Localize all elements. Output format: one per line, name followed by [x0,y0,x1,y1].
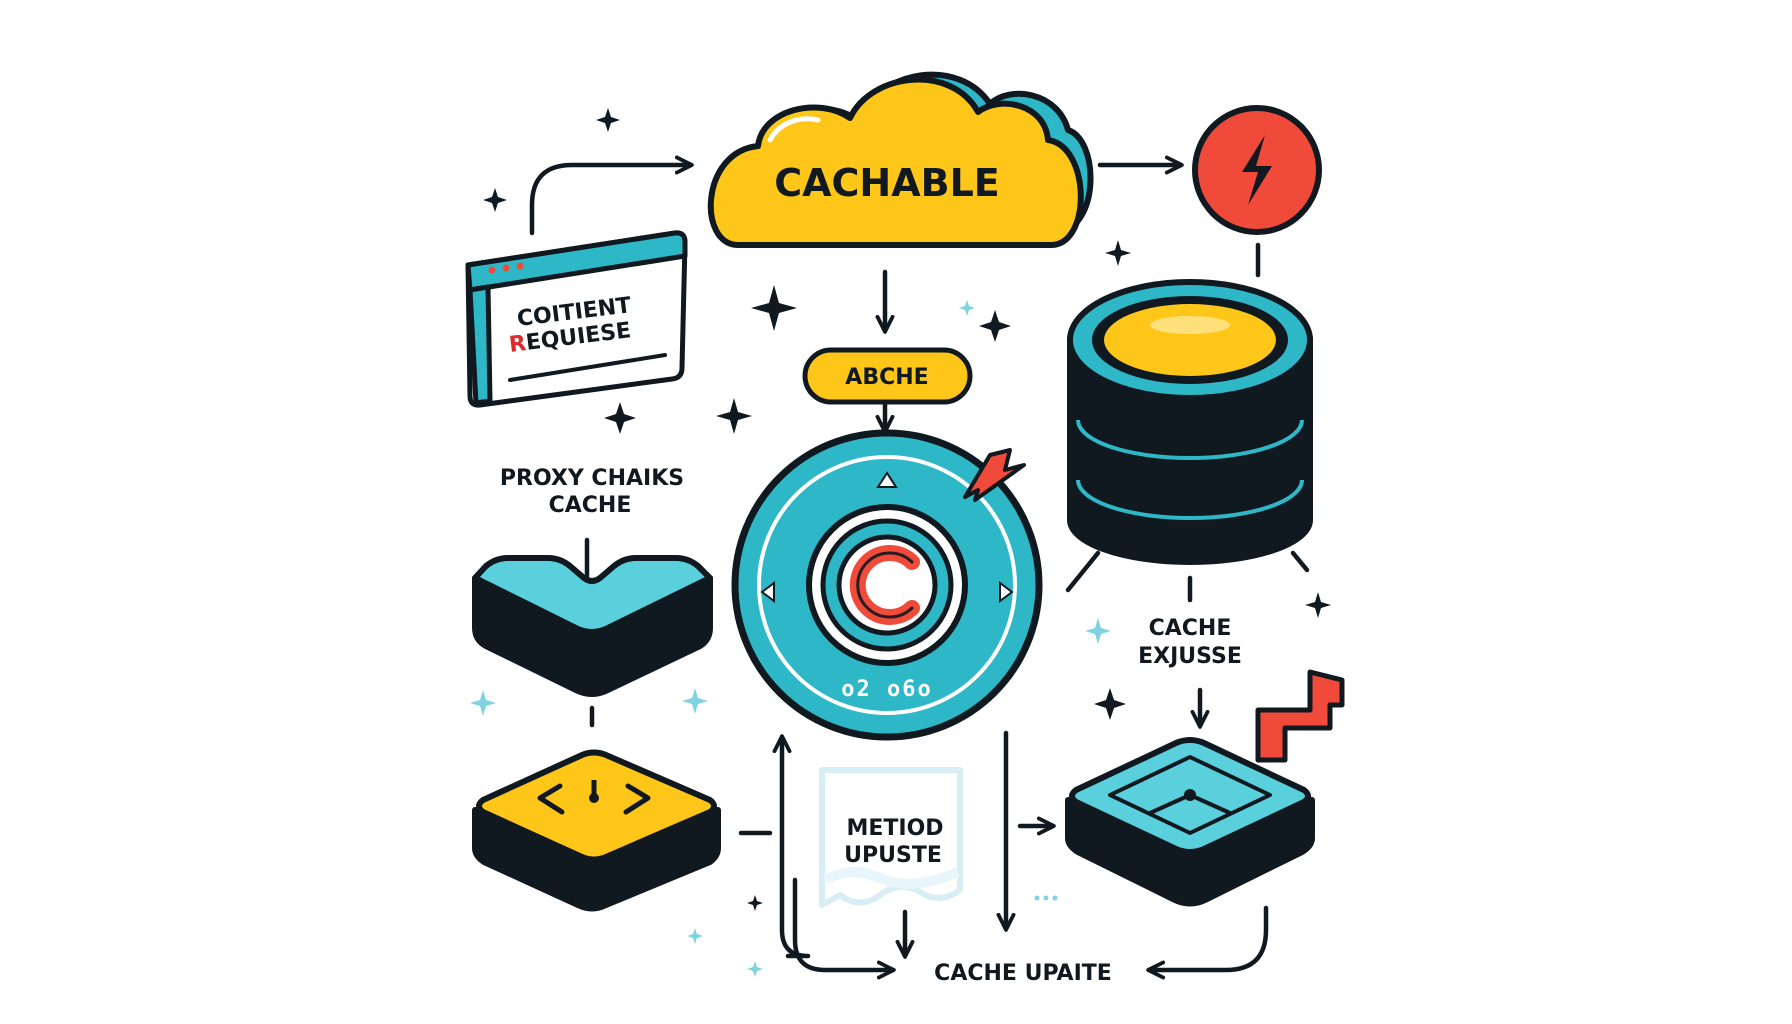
cloud-label: CACHABLE [774,161,1000,205]
db-top-fill [1104,304,1276,376]
browser-titlebar [465,230,688,293]
sparkle-icon [687,928,703,944]
abche-pill [802,347,973,405]
browser-dot-1 [488,266,496,274]
sparkle-icon [959,300,975,316]
dial-pointer [963,448,1026,502]
cyan-tile [1065,669,1345,907]
dial-arrow-up [876,471,898,488]
sparkle-icon [751,285,797,331]
yellow-tile [472,749,721,912]
sparkle-icon [682,688,708,714]
db-top-shine [1150,316,1230,334]
cyan-tile-inner-square [1108,755,1272,835]
sparkle-icon [604,402,636,434]
red-arrow-badge [1255,669,1345,763]
arrow-right-tile-to-update [1146,905,1269,980]
sparkle-icon [716,398,752,434]
sparkle-icon [1305,592,1331,618]
sparkle-dot [1043,895,1049,901]
sparkles [470,108,1331,977]
sparkle-dot [1034,895,1040,901]
sparkle-icon [747,895,763,911]
db-band-1 [1076,419,1304,460]
cyan-tile-dot [1184,789,1196,801]
proxy-label-line2: CACHE [549,493,632,518]
yellow-tile-bracket-left [537,783,565,815]
sparkle-icon [747,961,763,977]
cache-exjusse-line2: EXJUSSE [1138,644,1242,669]
browser-window-client-request [465,230,688,408]
cache-update-label: CACHE UPAITE [934,961,1112,986]
sparkle-dot [1052,895,1058,901]
chevron-block [472,555,713,697]
database-icon [1067,279,1313,565]
c-icon-outline [856,551,914,619]
cloud-highlight [767,116,821,143]
arrow-browser-to-cloud [529,155,694,236]
yellow-tile-bracket-right [623,783,651,815]
arrow-left-up [772,734,811,959]
method-label-line1: METIOD [846,816,943,841]
cache-exjusse-line1: CACHE [1149,616,1232,641]
method-update-document [819,767,963,908]
arrow-left-tile-to-update [792,877,896,980]
sparkle-icon [470,690,496,716]
sparkle-icon [483,188,507,212]
cache-dial [731,429,1043,741]
sparkle-icon [1094,688,1126,720]
line-db-left-leg [1065,550,1101,593]
browser-left-edge [467,284,493,406]
dial-arrow-left [760,581,775,603]
yellow-tile-dot [589,793,599,803]
browser-text-r: R [508,331,528,358]
proxy-label-line1: PROXY CHAIKS [500,466,684,491]
doc-wave [823,867,960,889]
sparkle-icon [979,310,1011,342]
sparkle-icon [1105,240,1131,266]
dial-arrow-right [999,581,1014,603]
db-band-2 [1076,479,1304,520]
browser-underline [508,353,667,382]
method-label-line2: UPUSTE [844,843,942,868]
sparkle-icon [1085,618,1111,644]
cloud-cachable [707,71,1094,248]
chevron-top [472,555,713,635]
db-body [1067,337,1313,565]
lightning-bolt-icon [1192,105,1322,235]
dial-digits: o2 o6o [841,677,932,702]
browser-dot-2 [502,264,510,272]
connector-arrows [529,155,1310,980]
yellow-tile-top [476,749,717,863]
abche-label: ABCHE [845,365,928,390]
browser-dot-3 [516,262,524,270]
dial-ring [757,455,1017,715]
sparkle-icon [596,108,620,132]
lightning-bolt [1242,135,1272,205]
line-db-right-leg [1290,550,1310,573]
